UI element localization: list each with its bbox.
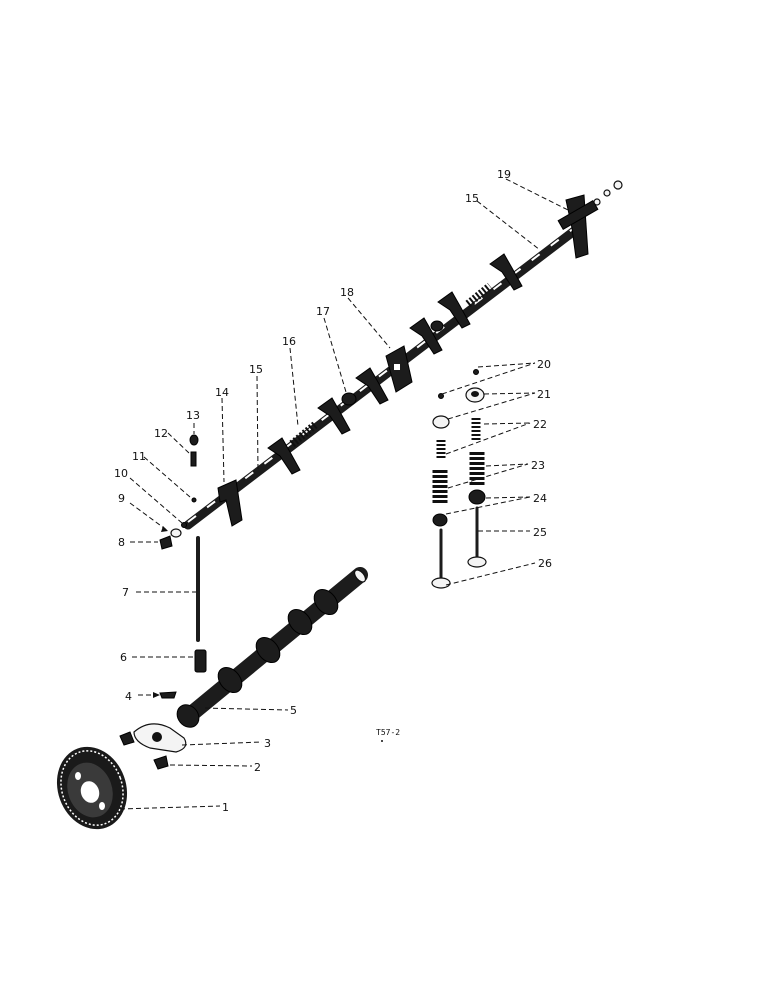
callout-8: 8 (118, 536, 125, 549)
shaft-spring-1 (289, 420, 319, 448)
end-bracket (557, 194, 599, 259)
callout-9: 9 (118, 492, 125, 505)
callout-19: 19 (497, 168, 511, 181)
nut-13 (189, 434, 199, 446)
callout-10: 10 (114, 467, 128, 480)
callout-20: 20 (537, 358, 551, 371)
tappet (194, 649, 207, 673)
spring-seat-right (468, 489, 486, 505)
spacer (341, 392, 357, 406)
valve-right (467, 506, 487, 568)
rocker-shaft (183, 220, 587, 530)
callout-21: 21 (537, 388, 551, 401)
callout-1: 1 (222, 801, 229, 814)
spring-cap-left (432, 415, 450, 429)
lock-screw-12 (190, 451, 197, 467)
figure-code: T57-2 (376, 728, 400, 737)
callout-18: 18 (340, 286, 354, 299)
washer-11 (191, 497, 197, 503)
collet-left (438, 393, 444, 399)
shaft-spring-2 (465, 282, 493, 308)
callout-4: 4 (125, 690, 132, 703)
camshaft (176, 567, 368, 728)
callout-13: 13 (186, 409, 200, 422)
callout-7: 7 (122, 586, 129, 599)
rocker-arm-4 (409, 317, 443, 355)
shaft-bracket (217, 479, 243, 527)
callout-3: 3 (264, 737, 271, 750)
bolt-lower (153, 755, 169, 770)
callout-12: 12 (154, 427, 168, 440)
rocker-arm-1 (267, 437, 301, 475)
end-washers (593, 180, 623, 206)
callout-15-lower: 15 (249, 363, 263, 376)
arrowheads (153, 526, 168, 698)
rocker-arm-6 (489, 253, 523, 291)
callout-labels: 1 2 3 4 5 6 7 8 9 10 11 12 13 14 15 15 1… (114, 168, 552, 814)
leader-lines (119, 178, 569, 810)
callout-6: 6 (120, 651, 127, 664)
callout-26: 26 (538, 557, 552, 570)
center-bracket (385, 345, 413, 393)
end-plug (159, 535, 173, 550)
rocker-arm-2 (317, 397, 351, 435)
callout-11: 11 (132, 450, 146, 463)
spring-washer-10 (181, 522, 187, 528)
washer-9 (170, 528, 182, 538)
callout-2: 2 (254, 761, 261, 774)
spring-cap-right (465, 387, 485, 403)
bolt-upper (119, 731, 135, 746)
valve-left (431, 528, 451, 589)
rocker-arm-3 (355, 367, 389, 405)
rocker-arm-5 (437, 291, 471, 329)
callout-24: 24 (533, 492, 547, 505)
key (159, 691, 177, 699)
camshaft-gear (56, 746, 128, 830)
callout-25: 25 (533, 526, 547, 539)
callout-5: 5 (290, 704, 297, 717)
thrust-plate (133, 723, 187, 753)
callout-15-upper: 15 (465, 192, 479, 205)
callout-14: 14 (215, 386, 229, 399)
spacer-upper (430, 320, 444, 332)
callout-16: 16 (282, 335, 296, 348)
spring-seat-left (432, 513, 448, 527)
collet-right (473, 369, 479, 375)
callout-17: 17 (316, 305, 330, 318)
callout-23: 23 (531, 459, 545, 472)
callout-22: 22 (533, 418, 547, 431)
